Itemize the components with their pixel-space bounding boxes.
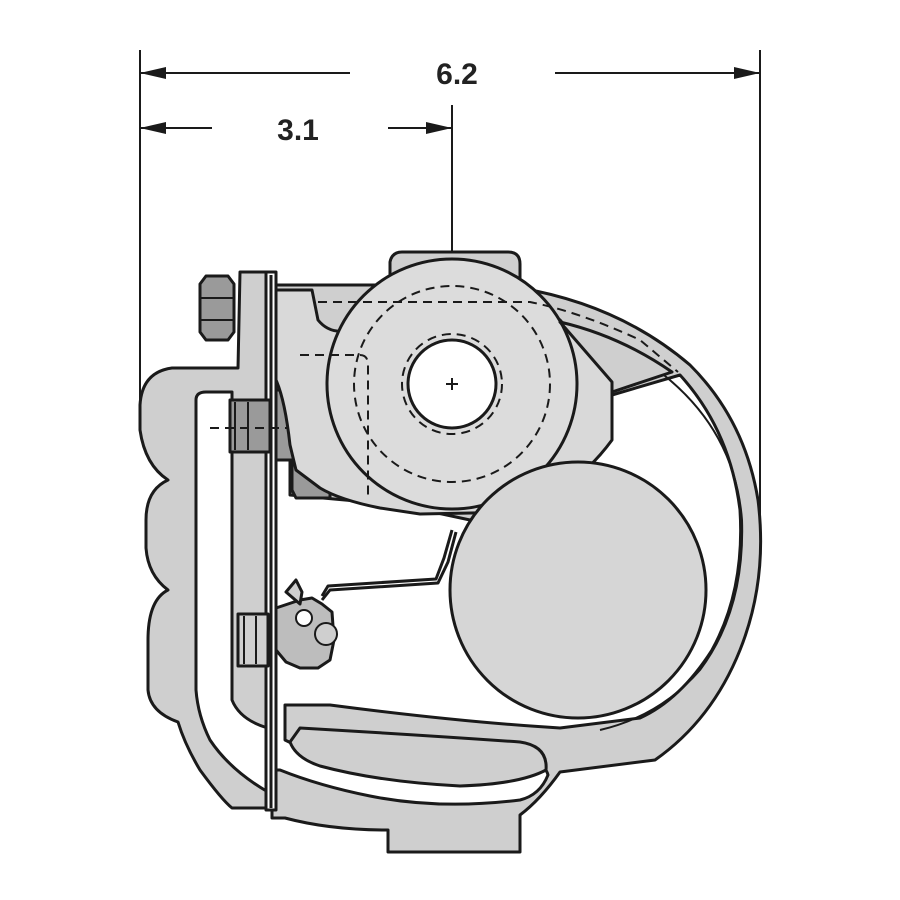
pivot-hidden-ring xyxy=(353,285,551,483)
float-assembly xyxy=(236,460,708,720)
center-offset-label: 3.1 xyxy=(277,114,319,147)
pivot-washer xyxy=(314,622,338,646)
valve-seat-block xyxy=(228,398,272,454)
float-lever-arm xyxy=(320,531,458,601)
bore-hidden-outline xyxy=(401,333,503,435)
offset-arrowhead-right-icon xyxy=(426,122,452,134)
body-inner-wall-line xyxy=(599,371,744,731)
float-ball xyxy=(448,460,708,720)
offset-arrowhead-left-icon xyxy=(140,122,166,134)
pivot-clip xyxy=(284,578,304,606)
body-lower-rib xyxy=(288,726,548,788)
hidden-line-left xyxy=(300,354,369,500)
bolt-head-icon xyxy=(198,274,236,342)
lower-valve-nut xyxy=(236,612,270,668)
lower-valve-body xyxy=(274,596,336,670)
pivot-pin-icon xyxy=(295,609,313,627)
pivot-housing xyxy=(274,257,679,516)
overall-width-label: 6.2 xyxy=(436,58,478,91)
housing-right-wing xyxy=(558,320,674,394)
arrowhead-left-icon xyxy=(140,67,166,79)
hidden-line-top xyxy=(318,301,679,373)
arrowhead-right-icon xyxy=(734,67,760,79)
dimension-overall-width: 6.2 xyxy=(139,50,761,520)
float-lever-arm-inner xyxy=(320,529,454,597)
